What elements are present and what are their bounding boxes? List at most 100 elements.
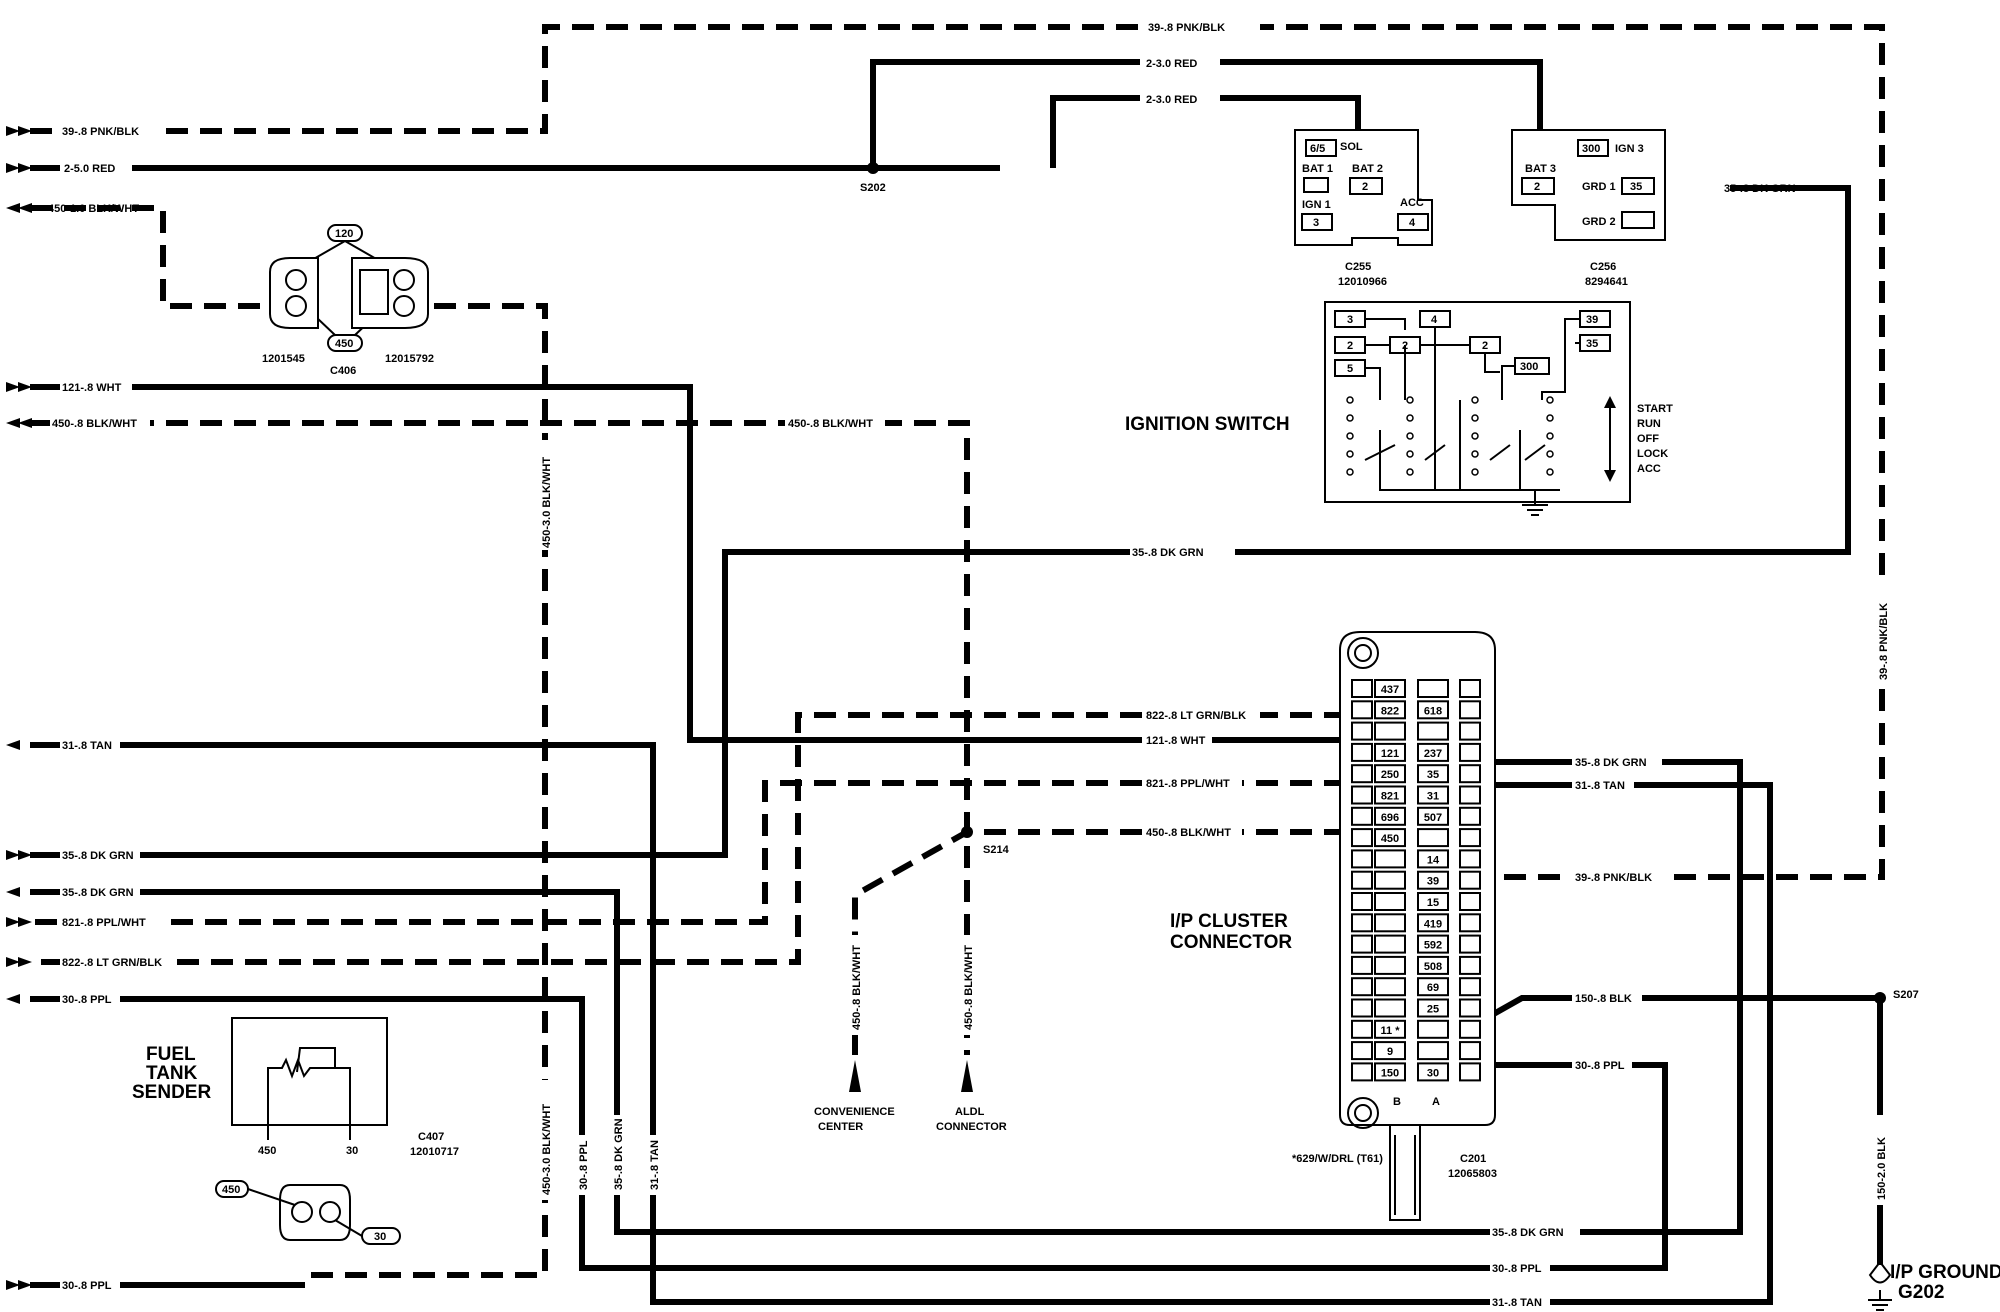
c256-ign3-label: IGN 3 — [1615, 143, 1644, 155]
label-39-top: 39-.8 PNK/BLK — [1148, 22, 1225, 34]
splices: S202 S214 S207 — [860, 162, 1919, 1004]
c406-pin-450: 450 — [335, 338, 353, 350]
wire-39-pnkblk — [30, 24, 1885, 880]
cluster-cavity — [1351, 977, 1373, 997]
cluster-cavity — [1374, 892, 1406, 911]
fuel-tank-sender: 450 30 FUEL TANK SENDER — [132, 1017, 388, 1157]
ignition-switch: 3 4 2 2 2 5 39 35 300 START RUN OFF LOC — [1125, 301, 1673, 516]
c256-part: 8294641 — [1585, 276, 1628, 288]
cluster-cavity — [1417, 828, 1449, 848]
c406-pin-120: 120 — [335, 228, 353, 240]
cluster-cavity — [1374, 721, 1406, 741]
label-31-bottom: 31-.8 TAN — [1492, 1297, 1542, 1309]
arrow-icon — [6, 887, 20, 897]
ground-line2: G202 — [1898, 1282, 1944, 1303]
c255-pin-2: 2 — [1362, 181, 1368, 193]
cluster-pin-label: 592 — [1424, 940, 1442, 952]
cluster-cavity — [1417, 977, 1449, 997]
cluster-cavity — [1374, 1019, 1406, 1039]
label-31-left: 31-.8 TAN — [62, 740, 112, 752]
cluster-pin-label: 822 — [1381, 705, 1399, 717]
ign-pos-run: RUN — [1637, 418, 1661, 430]
cluster-pin-label: 121 — [1381, 748, 1399, 760]
aldl-arrow-icon — [961, 1060, 973, 1092]
cluster-cavity — [1374, 828, 1406, 848]
label-35-c256: 35-.8 DK GRN — [1724, 183, 1796, 195]
ignition-switch-title: IGNITION SWITCH — [1125, 414, 1290, 435]
label-822-left: 822-.8 LT GRN/BLK — [62, 957, 162, 969]
cluster-cavity — [1374, 764, 1406, 784]
label-30-left: 30-.8 PPL — [62, 994, 112, 1006]
c406-part-left: 1201545 — [262, 353, 305, 365]
cluster-pin-label: 437 — [1381, 684, 1399, 696]
cluster-cavity — [1351, 1019, 1373, 1039]
cluster-pin-label: 618 — [1424, 705, 1442, 717]
ign-pos-off: OFF — [1637, 433, 1659, 445]
label-450-aldl: 450-.8 BLK/WHT — [963, 945, 975, 1030]
cluster-col-a: A — [1432, 1096, 1440, 1108]
c256-id: C256 — [1590, 261, 1616, 273]
arrow-icon — [6, 1280, 32, 1290]
c256-grd2-label: GRD 2 — [1582, 216, 1616, 228]
cluster-cavity — [1459, 998, 1481, 1018]
arrow-icon — [6, 917, 32, 927]
cluster-pin-label: 25 — [1427, 1004, 1439, 1016]
arrow-icon — [6, 382, 32, 392]
ign-t5: 5 — [1347, 363, 1353, 375]
ign-ground-icon — [1522, 490, 1548, 516]
cluster-cavity — [1374, 977, 1406, 997]
convenience-line2: CENTER — [818, 1121, 863, 1133]
label-35-bottom: 35-.8 DK GRN — [1492, 1227, 1564, 1239]
c256-grd1-label: GRD 1 — [1582, 181, 1616, 193]
cluster-footnote: *629/W/DRL (T61) — [1292, 1153, 1383, 1165]
convenience-line1: CONVENIENCE — [814, 1106, 895, 1118]
label-30-vertical: 30-.8 PPL — [578, 1140, 590, 1190]
cluster-cavity — [1351, 764, 1373, 784]
cluster-cavity — [1374, 785, 1406, 805]
cluster-cavity — [1459, 1019, 1481, 1039]
destinations: CONVENIENCE CENTER ALDL CONNECTOR I/P GR… — [814, 1060, 2000, 1311]
c255-id: C255 — [1345, 261, 1371, 273]
arrow-icon — [6, 203, 32, 213]
arrow-icon — [6, 994, 20, 1004]
label-31-cluster: 31-.8 TAN — [1575, 780, 1625, 792]
c256-pin-2: 2 — [1534, 181, 1540, 193]
cluster-pin-label: 507 — [1424, 812, 1442, 824]
arrow-icon — [6, 740, 20, 750]
label-2-red-c255: 2-3.0 RED — [1146, 94, 1197, 106]
ign-t300: 300 — [1520, 361, 1538, 373]
ign-t39: 39 — [1586, 314, 1598, 326]
cluster-cavity — [1417, 721, 1449, 741]
cluster-cavity — [1351, 806, 1373, 826]
fuel-sender-line1: FUEL — [146, 1044, 196, 1065]
ign-t35: 35 — [1586, 338, 1598, 350]
label-39-cluster: 39-.8 PNK/BLK — [1575, 872, 1652, 884]
aldl-line2: CONNECTOR — [936, 1121, 1007, 1133]
cluster-pin-label: 419 — [1424, 918, 1442, 930]
wire-450-to-c406 — [30, 205, 290, 309]
splice-s207-dot — [1874, 992, 1886, 1004]
cluster-cavity — [1417, 934, 1449, 954]
cluster-cavity — [1459, 977, 1481, 997]
cluster-pin-label: 250 — [1381, 769, 1399, 781]
ground-g202-icon — [1868, 1260, 1892, 1311]
cluster-cavity — [1459, 955, 1481, 975]
label-31-vertical: 31-.8 TAN — [649, 1140, 661, 1190]
label-2-red-left: 2-5.0 RED — [64, 163, 115, 175]
cluster-cavity — [1459, 764, 1481, 784]
cluster-cavity — [1351, 955, 1373, 975]
splice-s202-label: S202 — [860, 182, 886, 194]
wire-35-c256 — [1235, 185, 1851, 555]
label-35-cluster: 35-.8 DK GRN — [1575, 757, 1647, 769]
fuel-sender-line3: SENDER — [132, 1082, 211, 1103]
cluster-cavity — [1459, 1041, 1481, 1061]
cluster-cavity — [1351, 700, 1373, 720]
label-35-left-b: 35-.8 DK GRN — [62, 887, 134, 899]
c406-id: C406 — [330, 365, 356, 377]
cluster-cavity — [1351, 913, 1373, 933]
c255-pin-sol: 6/5 — [1310, 143, 1325, 155]
cluster-cavity — [1459, 721, 1481, 741]
cluster-pin-label: 821 — [1381, 791, 1399, 803]
cluster-cavity — [1459, 742, 1481, 762]
